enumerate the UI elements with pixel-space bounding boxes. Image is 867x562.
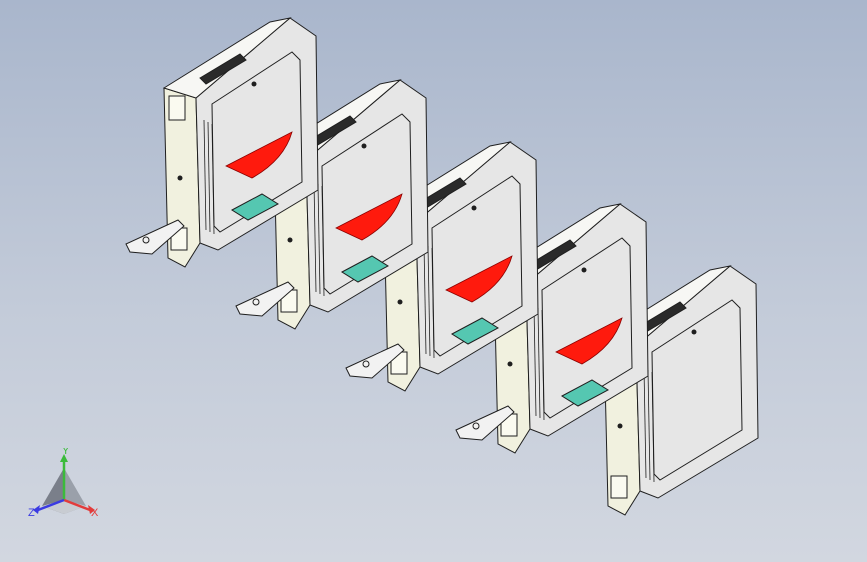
vent-line	[533, 305, 537, 417]
vent-line	[643, 367, 647, 479]
vent-line	[203, 119, 207, 231]
front-sensor-dot	[581, 267, 587, 273]
triad-x-axis	[63, 498, 91, 512]
triad-y-arrow	[60, 454, 68, 462]
red-barrier-flap	[335, 193, 403, 241]
red-barrier-flap	[555, 317, 623, 365]
side-sensor-dot	[397, 299, 403, 305]
handle-hole	[362, 360, 370, 368]
side-sensor-dot	[617, 423, 623, 429]
triad-z-label: Z	[28, 507, 35, 519]
side-sensor-dot	[287, 237, 293, 243]
card-reader-pad	[341, 255, 389, 283]
triad-y-label: Y	[62, 448, 70, 457]
triad-z-arrow	[33, 505, 40, 514]
triad-z-axis	[37, 498, 65, 512]
vent-line	[317, 183, 321, 295]
vent-line	[207, 121, 211, 233]
release-handle	[235, 281, 295, 317]
front-sensor-dot	[691, 329, 697, 335]
release-handle	[455, 405, 515, 441]
coordinate-triad: Y X Z	[28, 448, 99, 519]
card-reader-pad	[561, 379, 609, 407]
front-sensor-dot	[251, 81, 257, 87]
red-barrier-flap	[225, 131, 293, 179]
front-sensor-dot	[471, 205, 477, 211]
vent-line	[537, 307, 541, 419]
vent-line	[427, 245, 431, 357]
side-sensor-dot	[507, 361, 513, 367]
handle-hole	[252, 298, 260, 306]
red-barrier-flap	[445, 255, 513, 303]
release-handle	[125, 219, 185, 255]
display-slot	[199, 53, 247, 85]
vent-line	[211, 123, 215, 235]
vent-line	[541, 309, 545, 421]
front-sensor-dot	[361, 143, 367, 149]
card-reader-pad	[451, 317, 499, 345]
vent-line	[431, 247, 435, 359]
turnstile-unit[interactable]	[125, 17, 319, 268]
release-handle	[345, 343, 405, 379]
vent-line	[321, 185, 325, 297]
side-window-top	[168, 95, 186, 121]
handle-hole	[472, 422, 480, 430]
vent-line	[313, 181, 317, 293]
vent-line	[651, 371, 655, 483]
handle-hole	[142, 236, 150, 244]
side-window-bottom	[610, 475, 628, 499]
housing-top	[162, 17, 292, 99]
side-sensor-dot	[177, 175, 183, 181]
vent-line	[647, 369, 651, 481]
vent-line	[423, 243, 427, 355]
triad-x-arrow	[88, 505, 95, 514]
card-reader-pad	[231, 193, 279, 221]
triad-x-label: X	[91, 507, 99, 519]
